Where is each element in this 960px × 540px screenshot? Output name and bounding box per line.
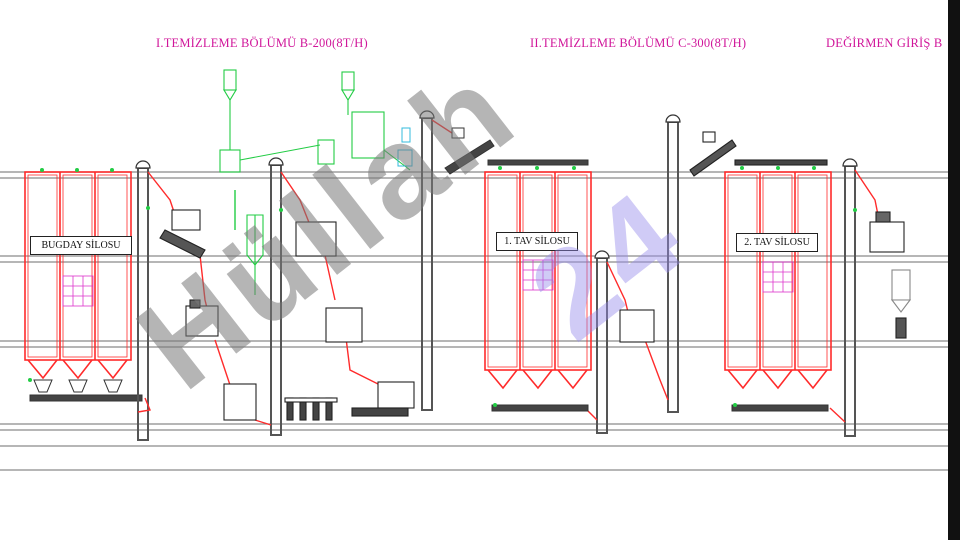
tempering-silo-2-conveyors (731, 404, 829, 412)
tempering-silo-1-label: 1. TAV SİLOSU (496, 232, 578, 251)
wheat-silo-structure (24, 171, 132, 380)
level-sensors (28, 166, 857, 407)
tempering-silo-2-label: 2. TAV SİLOSU (736, 233, 818, 252)
aspiration-system (219, 69, 411, 295)
wheat-silo-grid (62, 275, 94, 307)
cleaning-section-1-title: I.TEMİZLEME BÖLÜMÜ B-200(8T/H) (156, 36, 368, 50)
elevator-heads (135, 110, 858, 259)
tempering-silo-1-grid (522, 259, 554, 291)
cleaning-section-2-title: II.TEMİZLEME BÖLÜMÜ C-300(8T/H) (530, 36, 747, 50)
right-edge-bar (948, 0, 960, 540)
filter-rows (286, 397, 333, 421)
tempering-silo-2-structure (724, 171, 832, 390)
wheat-silo-discharge (29, 379, 143, 402)
cyan-equipment (397, 127, 413, 167)
wheat-silo-label: BUGDAY SİLOSU (30, 236, 132, 255)
tempering-silo-2-grid (762, 261, 794, 293)
mill-entry-equipment (869, 211, 912, 339)
cleaning-section-1-equipment (159, 209, 415, 421)
tempering-silo-1-conveyors (444, 127, 589, 412)
cleaning-section-2-equipment (619, 131, 828, 343)
floor-lines (0, 171, 948, 471)
mill-entry-title: DEĞİRMEN GİRİŞ B (826, 36, 943, 50)
